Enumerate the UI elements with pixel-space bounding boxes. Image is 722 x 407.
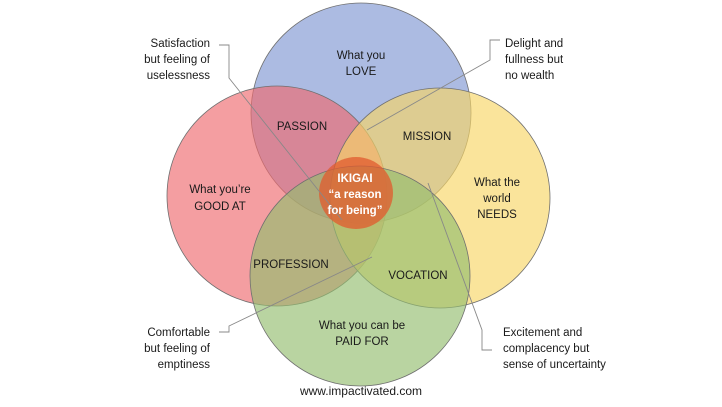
note-top-left-line2: but feeling of [144,54,211,66]
note-bottom-right-line2: complacency but [503,343,590,355]
note-top-left-line1: Satisfaction [151,38,210,50]
paid-for-label-line2: PAID FOR [335,336,388,348]
mission-label: MISSION [403,131,452,143]
callout-line-top-right [366,39,500,131]
profession-label: PROFESSION [253,259,328,271]
good-at-label-line2: GOOD AT [194,201,246,213]
love-label-line2: LOVE [346,66,377,78]
ikigai-subtitle-line1: “a reason [328,189,381,201]
note-top-left-line3: uselessness [147,70,211,82]
callout-line-top-left [219,44,343,221]
callout-lines [219,39,500,351]
note-bottom-right-line1: Excitement and [503,327,582,339]
note-top-right-line2: fullness but [505,54,564,66]
ikigai-subtitle-line2: for being” [328,205,383,217]
needs-label-line2: world [482,193,510,205]
paid-for-label-line1: What you can be [319,320,405,332]
note-top-right-line3: no wealth [505,70,554,82]
passion-label: PASSION [277,121,327,133]
good-at-label-line1: What you’re [189,184,250,196]
needs-label-line1: What the [474,177,520,189]
ikigai-center [319,157,393,229]
callout-line-bottom-right [427,182,492,351]
note-top-right-line1: Delight and [505,38,563,50]
note-bottom-left-line1: Comfortable [147,327,210,339]
footer-url: www.impactivated.com [299,384,422,398]
vocation-label: VOCATION [388,270,447,282]
love-label-line1: What you [337,50,386,62]
needs-label-line3: NEEDS [477,209,517,221]
note-bottom-left-line2: but feeling of [144,343,211,355]
note-bottom-right-line3: sense of uncertainty [503,359,606,371]
note-bottom-left-line3: emptiness [158,359,211,371]
ikigai-title: IKIGAI [337,173,372,185]
callout-line-bottom-left [219,256,373,333]
